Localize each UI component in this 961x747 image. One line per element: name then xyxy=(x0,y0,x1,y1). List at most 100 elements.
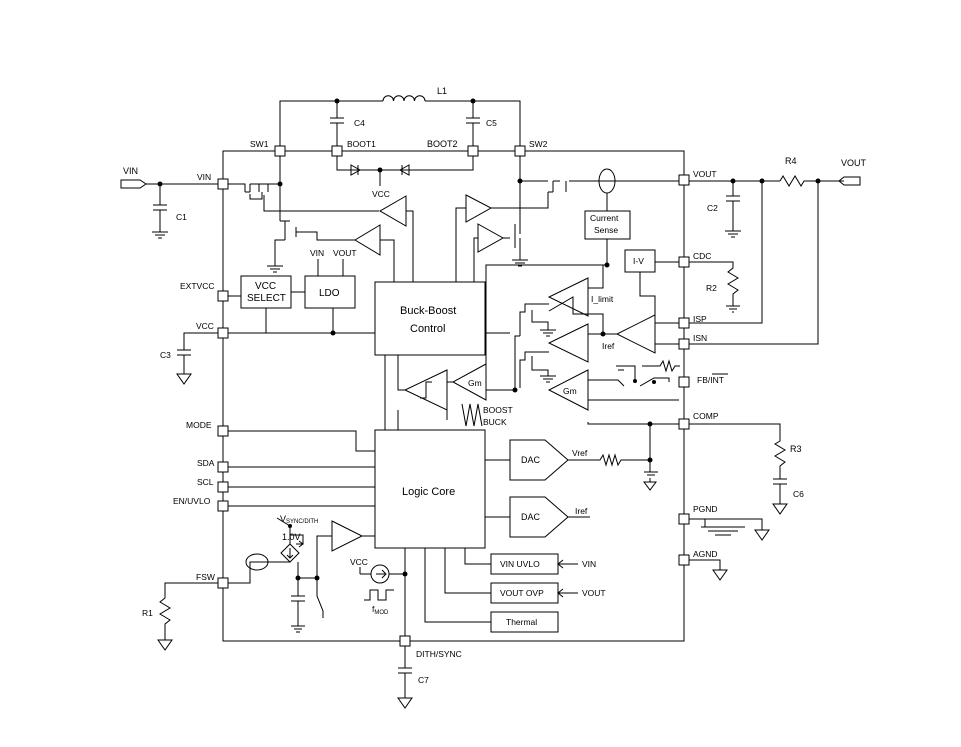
logic-core-label: Logic Core xyxy=(402,486,455,498)
vout-ovp-label: VOUT OVP xyxy=(500,588,544,598)
r4-label: R4 xyxy=(785,156,797,166)
pin-agnd xyxy=(678,554,690,566)
c1-label: C1 xyxy=(176,212,187,222)
boot-vcc-label: VCC xyxy=(372,189,390,199)
vcc-select-block xyxy=(240,275,292,309)
pin-extvcc-label: EXTVCC xyxy=(180,281,214,291)
gm2-label: Gm xyxy=(563,386,577,396)
ilimit-label: I_limit xyxy=(591,294,614,304)
pin-mode-label: MODE xyxy=(186,420,212,430)
ldo-block xyxy=(304,275,356,309)
pin-cdc-label: CDC xyxy=(693,251,711,261)
boost-label: BOOST xyxy=(483,405,513,415)
vcc-select-line2: SELECT xyxy=(247,293,286,304)
boot1-diode xyxy=(350,164,362,176)
buck-boost-line1: Buck-Boost xyxy=(400,305,456,317)
pin-scl xyxy=(217,481,229,493)
pin-isp xyxy=(678,317,690,329)
pin-vin xyxy=(217,178,229,190)
pin-sw1-label: SW1 xyxy=(250,139,269,149)
pin-scl-label: SCL xyxy=(197,477,214,487)
pin-boot1 xyxy=(331,145,343,157)
pin-isn xyxy=(678,338,690,350)
pin-boot1-label: BOOT1 xyxy=(347,139,376,149)
vin-uvlo-label: VIN UVLO xyxy=(500,559,540,569)
pin-vout-label: VOUT xyxy=(693,169,717,179)
hs-driver-left xyxy=(378,195,407,227)
iref-amp-label: Iref xyxy=(602,341,615,351)
fsw-current-sense xyxy=(245,553,269,571)
dep-current-source xyxy=(280,543,300,563)
fmod-label: fMOD xyxy=(372,604,389,616)
buck-boost-control xyxy=(374,281,486,356)
pin-mode xyxy=(217,425,229,437)
boot2-diode xyxy=(398,164,410,176)
ilimit-comparator xyxy=(547,277,589,317)
pin-fsw xyxy=(217,577,229,589)
vref-label: Vref xyxy=(572,448,588,458)
pin-vcc-label: VCC xyxy=(196,321,214,331)
pin-isn-label: ISN xyxy=(693,333,707,343)
pin-sda-label: SDA xyxy=(197,458,215,468)
pin-vcc xyxy=(217,327,229,339)
c6-label: C6 xyxy=(793,489,804,499)
r1-label: R1 xyxy=(142,608,153,618)
pin-agnd-label: AGND xyxy=(693,549,718,559)
current-sense-line2: Sense xyxy=(594,225,618,235)
pin-en-uvlo-label: EN/UVLO xyxy=(173,496,211,506)
pin-extvcc xyxy=(217,290,229,302)
v-sync-dith-label: VSYNC/DITH xyxy=(280,514,318,525)
gm1-label: Gm xyxy=(468,378,482,388)
pin-dith-sync xyxy=(399,635,411,647)
c7-label: C7 xyxy=(418,675,429,685)
pin-pgnd xyxy=(678,513,690,525)
vin-input: VIN C1 xyxy=(120,166,218,239)
dac1-label: DAC xyxy=(521,455,541,465)
c2-label: C2 xyxy=(707,203,718,213)
dac-iref xyxy=(509,496,569,538)
uvlo-vin-label: VIN xyxy=(582,559,596,569)
c3-label: C3 xyxy=(160,350,171,360)
r2-label: R2 xyxy=(706,283,717,293)
vcc-select-line1: VCC xyxy=(255,281,276,292)
current-sense-line1: Current xyxy=(590,213,619,223)
r3-label: R3 xyxy=(790,444,802,454)
pin-vout xyxy=(678,174,690,186)
pin-fb-int-label: FB/INT xyxy=(697,375,724,385)
pin-vin-label: VIN xyxy=(197,172,211,182)
pin-fb-int xyxy=(678,376,690,388)
pin-fsw-label: FSW xyxy=(196,572,215,582)
pin-isp-label: ISP xyxy=(693,314,707,324)
ldo-label: LDO xyxy=(319,288,340,299)
pin-pgnd-label: PGND xyxy=(693,504,718,514)
ls-driver-right xyxy=(477,223,505,253)
pin-comp-label: COMP xyxy=(693,411,719,421)
ldo-vout-label: VOUT xyxy=(333,248,357,258)
boost-fets xyxy=(512,156,679,267)
vin-label: VIN xyxy=(123,166,138,176)
pin-sw2 xyxy=(514,145,526,157)
dac2-label: DAC xyxy=(521,512,541,522)
sync-buffer xyxy=(331,520,364,552)
pin-sw1 xyxy=(274,145,286,157)
ic-boundary xyxy=(222,150,685,642)
buck-fets xyxy=(228,156,379,273)
vout-label: VOUT xyxy=(841,158,867,168)
pin-cdc xyxy=(678,256,690,268)
inductor-l1 xyxy=(382,95,426,102)
vout-connector xyxy=(838,176,861,186)
fmod-wave xyxy=(364,589,394,601)
iv-label: I-V xyxy=(633,256,644,266)
thermal-label: Thermal xyxy=(506,617,537,627)
gm-amp-2 xyxy=(547,369,589,411)
l1-label: L1 xyxy=(437,86,447,96)
hs-driver-right xyxy=(465,194,493,223)
ramp-icon xyxy=(461,403,483,427)
iref-comparator xyxy=(547,323,589,363)
gm-amp-1 xyxy=(451,363,487,401)
v1-label: 1.0V xyxy=(282,532,301,542)
logic-core xyxy=(374,429,486,549)
pin-boot2-label: BOOT2 xyxy=(427,139,458,149)
osc-vcc-label: VCC xyxy=(350,557,368,567)
